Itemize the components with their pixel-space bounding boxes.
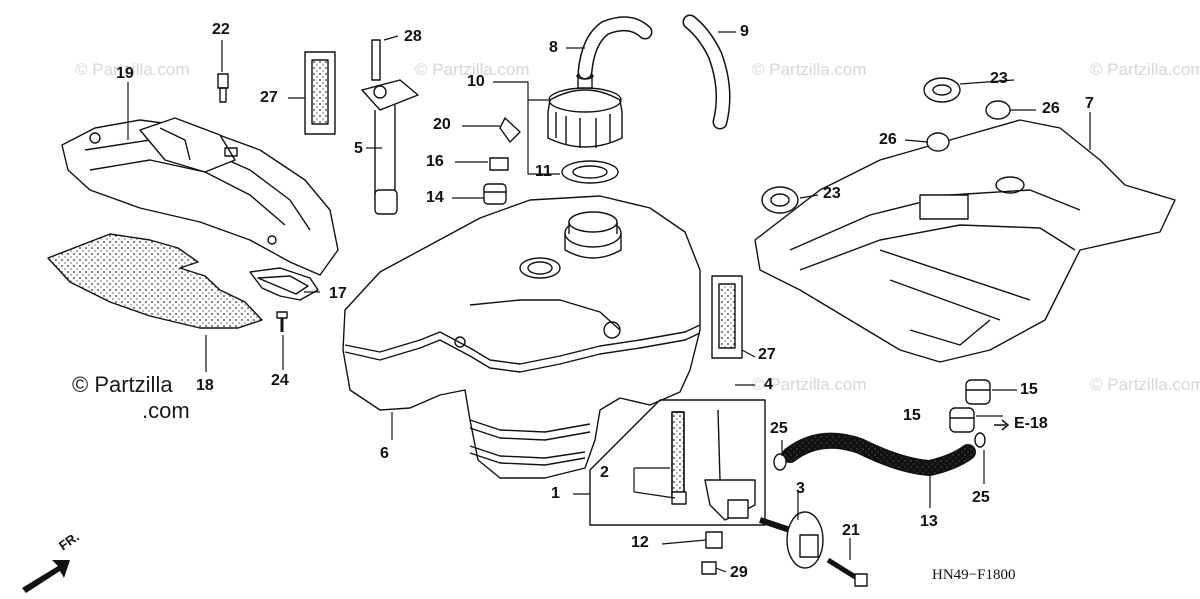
callout-13: 13 xyxy=(920,513,938,530)
reference-label: E-18 xyxy=(1014,415,1048,432)
callout-9: 9 xyxy=(740,23,749,40)
callout-22: 22 xyxy=(212,21,230,38)
watermark: © Partzilla.com xyxy=(75,60,190,79)
callout-15b: 15 xyxy=(903,407,921,424)
callout-8: 8 xyxy=(549,39,558,56)
leader-lines xyxy=(127,31,1091,573)
credit-line-1: © Partzilla xyxy=(72,372,173,397)
watermark: © Partzilla.com xyxy=(415,60,530,79)
callout-1: 1 xyxy=(551,485,560,502)
watermark: © Partzilla.com xyxy=(1090,375,1200,394)
callout-17: 17 xyxy=(329,285,347,302)
callout-7: 7 xyxy=(1085,95,1094,112)
drawing-code: HN49−F1800 xyxy=(932,567,1016,583)
rubber-mat-part xyxy=(47,233,263,329)
front-shroud-part xyxy=(61,117,339,276)
callout-14: 14 xyxy=(426,189,444,206)
callout-16: 16 xyxy=(426,153,444,170)
callout-11: 11 xyxy=(535,163,552,180)
callout-6: 6 xyxy=(380,445,389,462)
callout-23a: 23 xyxy=(990,70,1008,87)
grommets-part xyxy=(761,77,1011,214)
callout-25b: 25 xyxy=(972,489,990,506)
callout-28: 28 xyxy=(404,28,422,45)
callout-29: 29 xyxy=(730,564,748,581)
callout-19: 19 xyxy=(116,65,134,82)
callout-26b: 26 xyxy=(879,131,897,148)
callout-25a: 25 xyxy=(770,420,788,437)
reference-arrow-icon xyxy=(994,419,1010,431)
callout-20: 20 xyxy=(433,116,451,133)
valve-knob-part xyxy=(759,511,824,569)
fuel-gauge-part xyxy=(361,39,419,215)
callout-26a: 26 xyxy=(1042,100,1060,117)
callout-15a: 15 xyxy=(1020,381,1038,398)
callout-24: 24 xyxy=(271,372,289,389)
dampers-part xyxy=(949,379,991,433)
nut-29-part xyxy=(701,561,717,575)
fuel-cap-part xyxy=(547,72,623,148)
cap-gasket-part xyxy=(561,160,619,184)
straps-part xyxy=(304,51,743,359)
partzilla-credit: © Partzilla .com xyxy=(72,372,190,424)
callout-12: 12 xyxy=(631,534,649,551)
callout-3: 3 xyxy=(796,480,805,497)
callout-27b: 27 xyxy=(758,346,776,363)
rear-carrier-part xyxy=(754,119,1176,363)
clip-25-part xyxy=(773,453,787,471)
gasket-bracket-part xyxy=(249,267,319,301)
fuel-valve-assembly xyxy=(589,399,766,526)
nut-12-part xyxy=(705,531,723,549)
watermark: © Partzilla.com xyxy=(752,375,867,394)
small-parts-left xyxy=(217,73,521,205)
fuel-tank-part xyxy=(342,195,701,479)
callout-5: 5 xyxy=(354,140,363,157)
callout-21: 21 xyxy=(842,522,860,539)
watermark: © Partzilla.com xyxy=(1090,60,1200,79)
callout-18: 18 xyxy=(196,377,214,394)
callout-2: 2 xyxy=(600,464,609,481)
callout-10: 10 xyxy=(467,73,485,90)
callout-23b: 23 xyxy=(823,185,841,202)
watermark: © Partzilla.com xyxy=(752,60,867,79)
callout-4: 4 xyxy=(764,376,773,393)
credit-line-2: .com xyxy=(142,398,190,423)
callout-27a: 27 xyxy=(260,89,278,106)
